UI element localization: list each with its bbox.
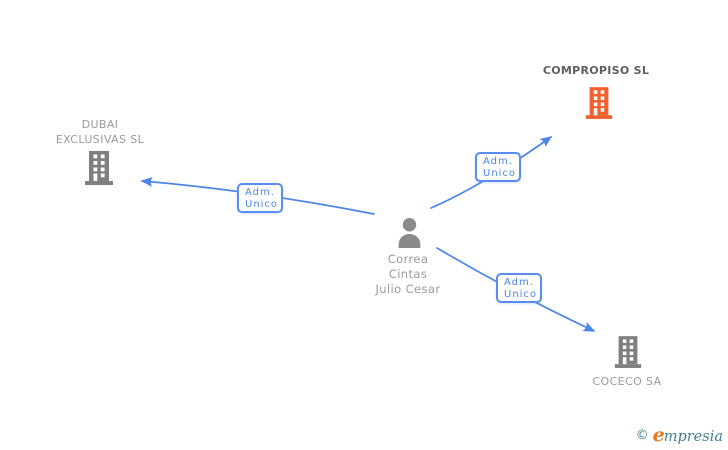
building-icon[interactable] bbox=[83, 151, 115, 185]
company-label-compropiso[interactable]: COMPROPISO SL bbox=[542, 64, 650, 77]
building-icon[interactable] bbox=[613, 336, 643, 368]
person-label-line: Julio Cesar bbox=[375, 282, 441, 296]
edge-label-line: Unico bbox=[504, 289, 538, 300]
person-label-line: Cintas bbox=[388, 267, 428, 281]
edge-label-adm-unico-dubai: Adm. Unico bbox=[237, 183, 283, 213]
edge-label-line: Adm. bbox=[504, 277, 534, 288]
person-label-correa-cintas[interactable]: Correa Cintas Julio Cesar bbox=[328, 252, 488, 297]
copyright-icon: © bbox=[635, 428, 649, 443]
person-label-line: Correa bbox=[387, 252, 429, 266]
company-label-coceco[interactable]: COCECO SA bbox=[592, 375, 662, 388]
edge-label-line: Adm. bbox=[483, 156, 513, 167]
company-label-line: EXCLUSIVAS SL bbox=[55, 133, 145, 146]
edge-label-adm-unico-coceco: Adm. Unico bbox=[496, 273, 542, 303]
edge-label-adm-unico-compropiso: Adm. Unico bbox=[475, 152, 521, 182]
empresia-brand-text: mpresia bbox=[663, 429, 723, 445]
empresia-brand-initial: e bbox=[652, 424, 665, 446]
empresia-logo[interactable]: ©empresia bbox=[636, 424, 723, 446]
person-icon[interactable] bbox=[397, 217, 422, 248]
building-icon[interactable] bbox=[584, 87, 614, 119]
company-label-dubai-exclusivas[interactable]: DUBAI EXCLUSIVAS SL bbox=[0, 117, 200, 147]
company-label-line: DUBAI bbox=[81, 118, 119, 131]
edge-label-line: Unico bbox=[483, 168, 517, 179]
edge-label-line: Adm. bbox=[245, 187, 275, 198]
edge-label-line: Unico bbox=[245, 199, 279, 210]
